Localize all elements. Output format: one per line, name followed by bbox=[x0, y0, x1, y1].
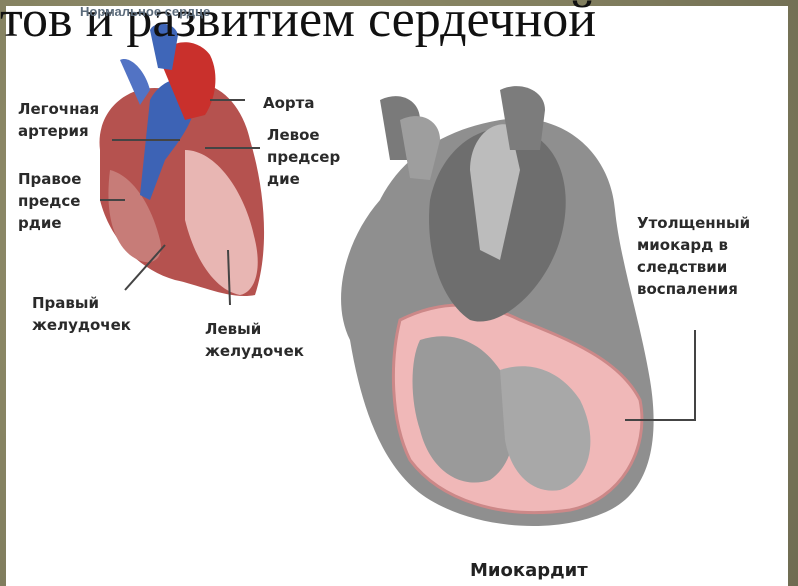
label-right-ventricle: Правый желудочек bbox=[32, 292, 131, 336]
normal-heart-image bbox=[100, 24, 265, 296]
label-right-atrium: Правое предсе рдие bbox=[18, 168, 81, 234]
label-aorta: Аорта bbox=[263, 92, 314, 114]
label-left-atrium: Левое предсер дие bbox=[267, 124, 340, 190]
normal-heart-title: Нормальное сердце bbox=[80, 4, 210, 19]
label-pulmonary-artery: Легочная артерия bbox=[18, 98, 99, 142]
label-thickened-myocardium: Утолщенный миокард в следствии воспалени… bbox=[637, 212, 750, 300]
myocarditis-heart-image bbox=[341, 86, 654, 526]
caption-myocarditis: Миокардит bbox=[470, 560, 588, 581]
label-left-ventricle: Левый желудочек bbox=[205, 318, 304, 362]
